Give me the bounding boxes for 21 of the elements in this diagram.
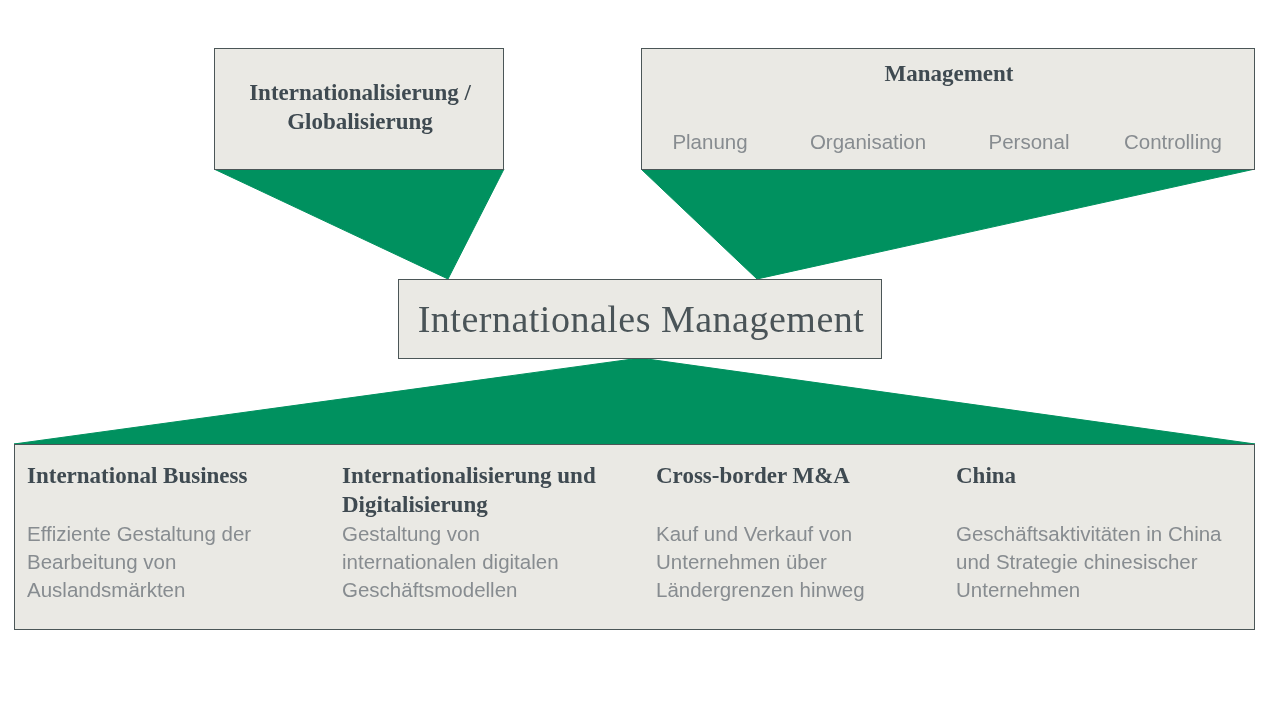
main-title: Internationales Management (417, 297, 865, 341)
topic-heading: Cross-border M&A (656, 462, 850, 490)
topic-item: Controlling (1124, 129, 1222, 155)
box-title: Internationalisierung / Globalisierung (248, 79, 472, 136)
topic-description: Effiziente Gestaltung der Bearbeitung von Auslandsmärkten (27, 521, 253, 603)
topic-description: Kauf und Verkauf von Unternehmen über Ländergrenzen hinweg (656, 521, 866, 603)
topic-heading: China (956, 462, 1017, 490)
concept-box (641, 48, 1255, 170)
topic-item: Organisation (809, 129, 927, 155)
funnel-connector (213, 168, 505, 280)
box-title: Management (884, 60, 1014, 88)
topic-heading: Internationalisierung und Digitalisierung (342, 462, 597, 519)
topic-item: Planung (672, 129, 748, 155)
topic-description: Gestaltung von internationalen digitalen Geschäftsmodellen (342, 521, 560, 603)
central-box (398, 279, 882, 359)
topic-heading: International Business (27, 462, 248, 490)
topics-panel (14, 444, 1255, 630)
topic-description: Geschäftsaktivitäten in China und Strategie chinesischer Unternehmen (956, 521, 1223, 603)
topic-item: Personal (988, 129, 1070, 155)
funnel-connector (13, 357, 1256, 445)
concept-box (214, 48, 504, 170)
